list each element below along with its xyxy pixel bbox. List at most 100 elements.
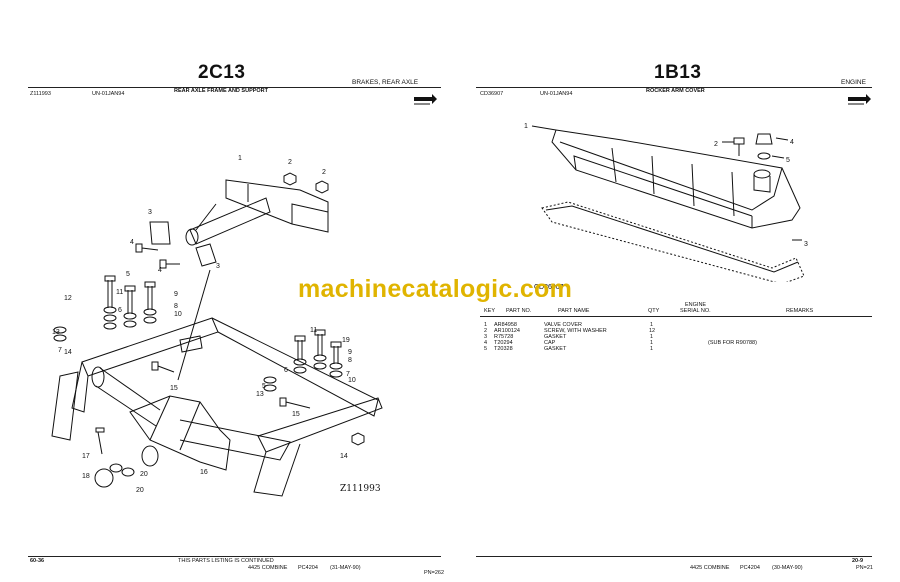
svg-text:13: 13 <box>52 329 60 336</box>
right-footer-pc: PC4204 <box>740 565 760 571</box>
row-key: 3 <box>484 334 488 340</box>
left-footer-model: 4425 COMBINE <box>248 565 288 571</box>
left-footer-pc: PC4204 <box>298 565 318 571</box>
row-key: 4 <box>484 340 488 346</box>
right-footer-ref: PN=21 <box>856 565 873 571</box>
left-section-name: BRAKES, REAR AXLE <box>352 79 419 86</box>
svg-text:11: 11 <box>310 327 317 334</box>
row-key: 5 <box>484 346 488 352</box>
svg-text:2: 2 <box>714 141 718 148</box>
svg-text:17: 17 <box>82 453 90 460</box>
col-name: PART NAME <box>558 308 590 314</box>
svg-text:11: 11 <box>116 289 123 296</box>
rocker-arm-cover-illustration: 1 2 3 4 5 <box>524 123 808 282</box>
row-name: SCREW, WITH WASHER <box>544 328 607 334</box>
left-header-rule <box>28 87 441 88</box>
table-row: 1 AR84958 VALVE COVER 1 <box>480 322 800 328</box>
row-name: CAP <box>544 340 556 346</box>
svg-text:6: 6 <box>118 307 122 314</box>
svg-text:10: 10 <box>348 377 356 384</box>
left-footer-ref: PN=262 <box>424 570 445 576</box>
svg-text:5: 5 <box>786 157 790 164</box>
right-illustration-id: CD36907 <box>480 91 504 97</box>
svg-text:15: 15 <box>170 385 178 392</box>
table-row: 5 T20328 GASKET 1 <box>480 346 800 352</box>
left-footer-rule <box>28 556 441 557</box>
col-remarks: REMARKS <box>786 308 814 314</box>
svg-text:14: 14 <box>340 453 348 460</box>
svg-text:4: 4 <box>130 239 134 246</box>
rocker-callout-numbers: 1 2 3 4 5 <box>524 123 808 248</box>
col-key: KEY <box>484 308 496 314</box>
svg-text:2: 2 <box>322 169 326 176</box>
svg-text:7: 7 <box>346 371 350 378</box>
right-footer-page: 20-9 <box>852 558 864 564</box>
svg-text:4: 4 <box>158 267 162 274</box>
svg-text:3: 3 <box>804 241 808 248</box>
left-group-title: REAR AXLE FRAME AND SUPPORT <box>174 88 269 94</box>
row-key: 1 <box>484 322 488 328</box>
svg-text:18: 18 <box>82 473 90 480</box>
svg-text:9: 9 <box>174 291 178 298</box>
row-part: AR100124 <box>494 328 520 334</box>
row-qty: 1 <box>650 340 654 346</box>
svg-text:19: 19 <box>342 337 350 344</box>
row-part: R75728 <box>494 334 514 340</box>
callout-numbers: 1 2 2 3 3 4 4 5 5 6 6 7 7 8 8 9 9 10 10 … <box>52 155 356 494</box>
left-figure-label: Z111993 <box>340 484 381 494</box>
svg-text:4: 4 <box>790 139 794 146</box>
svg-text:3: 3 <box>148 209 152 216</box>
row-qty: 12 <box>649 328 656 334</box>
table-row: 3 R75728 GASKET 1 <box>480 334 800 340</box>
row-part: T20328 <box>494 346 513 352</box>
right-illustration-date: UN-01JAN94 <box>540 91 573 97</box>
table-row: 4 T20294 CAP 1 (SUB FOR R90788) <box>480 340 800 346</box>
row-part: AR84958 <box>494 322 517 328</box>
svg-text:20: 20 <box>140 471 148 478</box>
left-section-code: 2C13 <box>198 62 246 83</box>
svg-text:7: 7 <box>58 347 62 354</box>
svg-text:5: 5 <box>262 383 266 390</box>
parts-table: ENGINE KEY PART NO. PART NAME QTY SERIAL… <box>480 302 872 362</box>
right-footer-date: (30-MAY-90) <box>772 565 803 571</box>
right-section-name: ENGINE <box>841 79 866 86</box>
row-qty: 1 <box>650 322 654 328</box>
left-illustration-date: UN-01JAN94 <box>92 91 125 97</box>
svg-text:12: 12 <box>64 295 72 302</box>
row-remarks: (SUB FOR R90788) <box>708 340 757 346</box>
right-footer-rule <box>476 556 872 557</box>
row-qty: 1 <box>650 334 654 340</box>
svg-text:1: 1 <box>524 123 528 130</box>
right-group-title: ROCKER ARM COVER <box>646 88 705 94</box>
svg-text:9: 9 <box>348 349 352 356</box>
col-engine-top: ENGINE <box>685 302 707 308</box>
page-arrow-icon <box>848 94 871 105</box>
svg-text:8: 8 <box>348 357 352 364</box>
col-serial: SERIAL NO. <box>680 308 711 314</box>
right-section-code: 1B13 <box>654 62 702 83</box>
svg-text:10: 10 <box>174 311 182 318</box>
col-part: PART NO. <box>506 308 532 314</box>
right-footer-model: 4425 COMBINE <box>690 565 730 571</box>
svg-text:16: 16 <box>200 469 208 476</box>
row-name: GASKET <box>544 346 567 352</box>
left-footer-note: THIS PARTS LISTING IS CONTINUED <box>178 558 274 564</box>
svg-text:20: 20 <box>136 487 144 494</box>
right-header-rule <box>476 87 872 88</box>
svg-text:8: 8 <box>174 303 178 310</box>
svg-text:15: 15 <box>292 411 300 418</box>
page-arrow-icon <box>414 94 437 105</box>
svg-text:2: 2 <box>288 159 292 166</box>
svg-text:13: 13 <box>256 391 264 398</box>
svg-text:3: 3 <box>216 263 220 270</box>
svg-text:14: 14 <box>64 349 72 356</box>
row-name: GASKET <box>544 334 567 340</box>
row-qty: 1 <box>650 346 654 352</box>
svg-text:5: 5 <box>126 271 130 278</box>
watermark-text: machinecatalogic.com <box>298 275 573 303</box>
col-qty: QTY <box>648 308 660 314</box>
row-part: T20294 <box>494 340 513 346</box>
right-figure-label: CD36907 <box>534 284 564 291</box>
svg-text:6: 6 <box>284 367 288 374</box>
row-name: VALVE COVER <box>544 322 583 328</box>
